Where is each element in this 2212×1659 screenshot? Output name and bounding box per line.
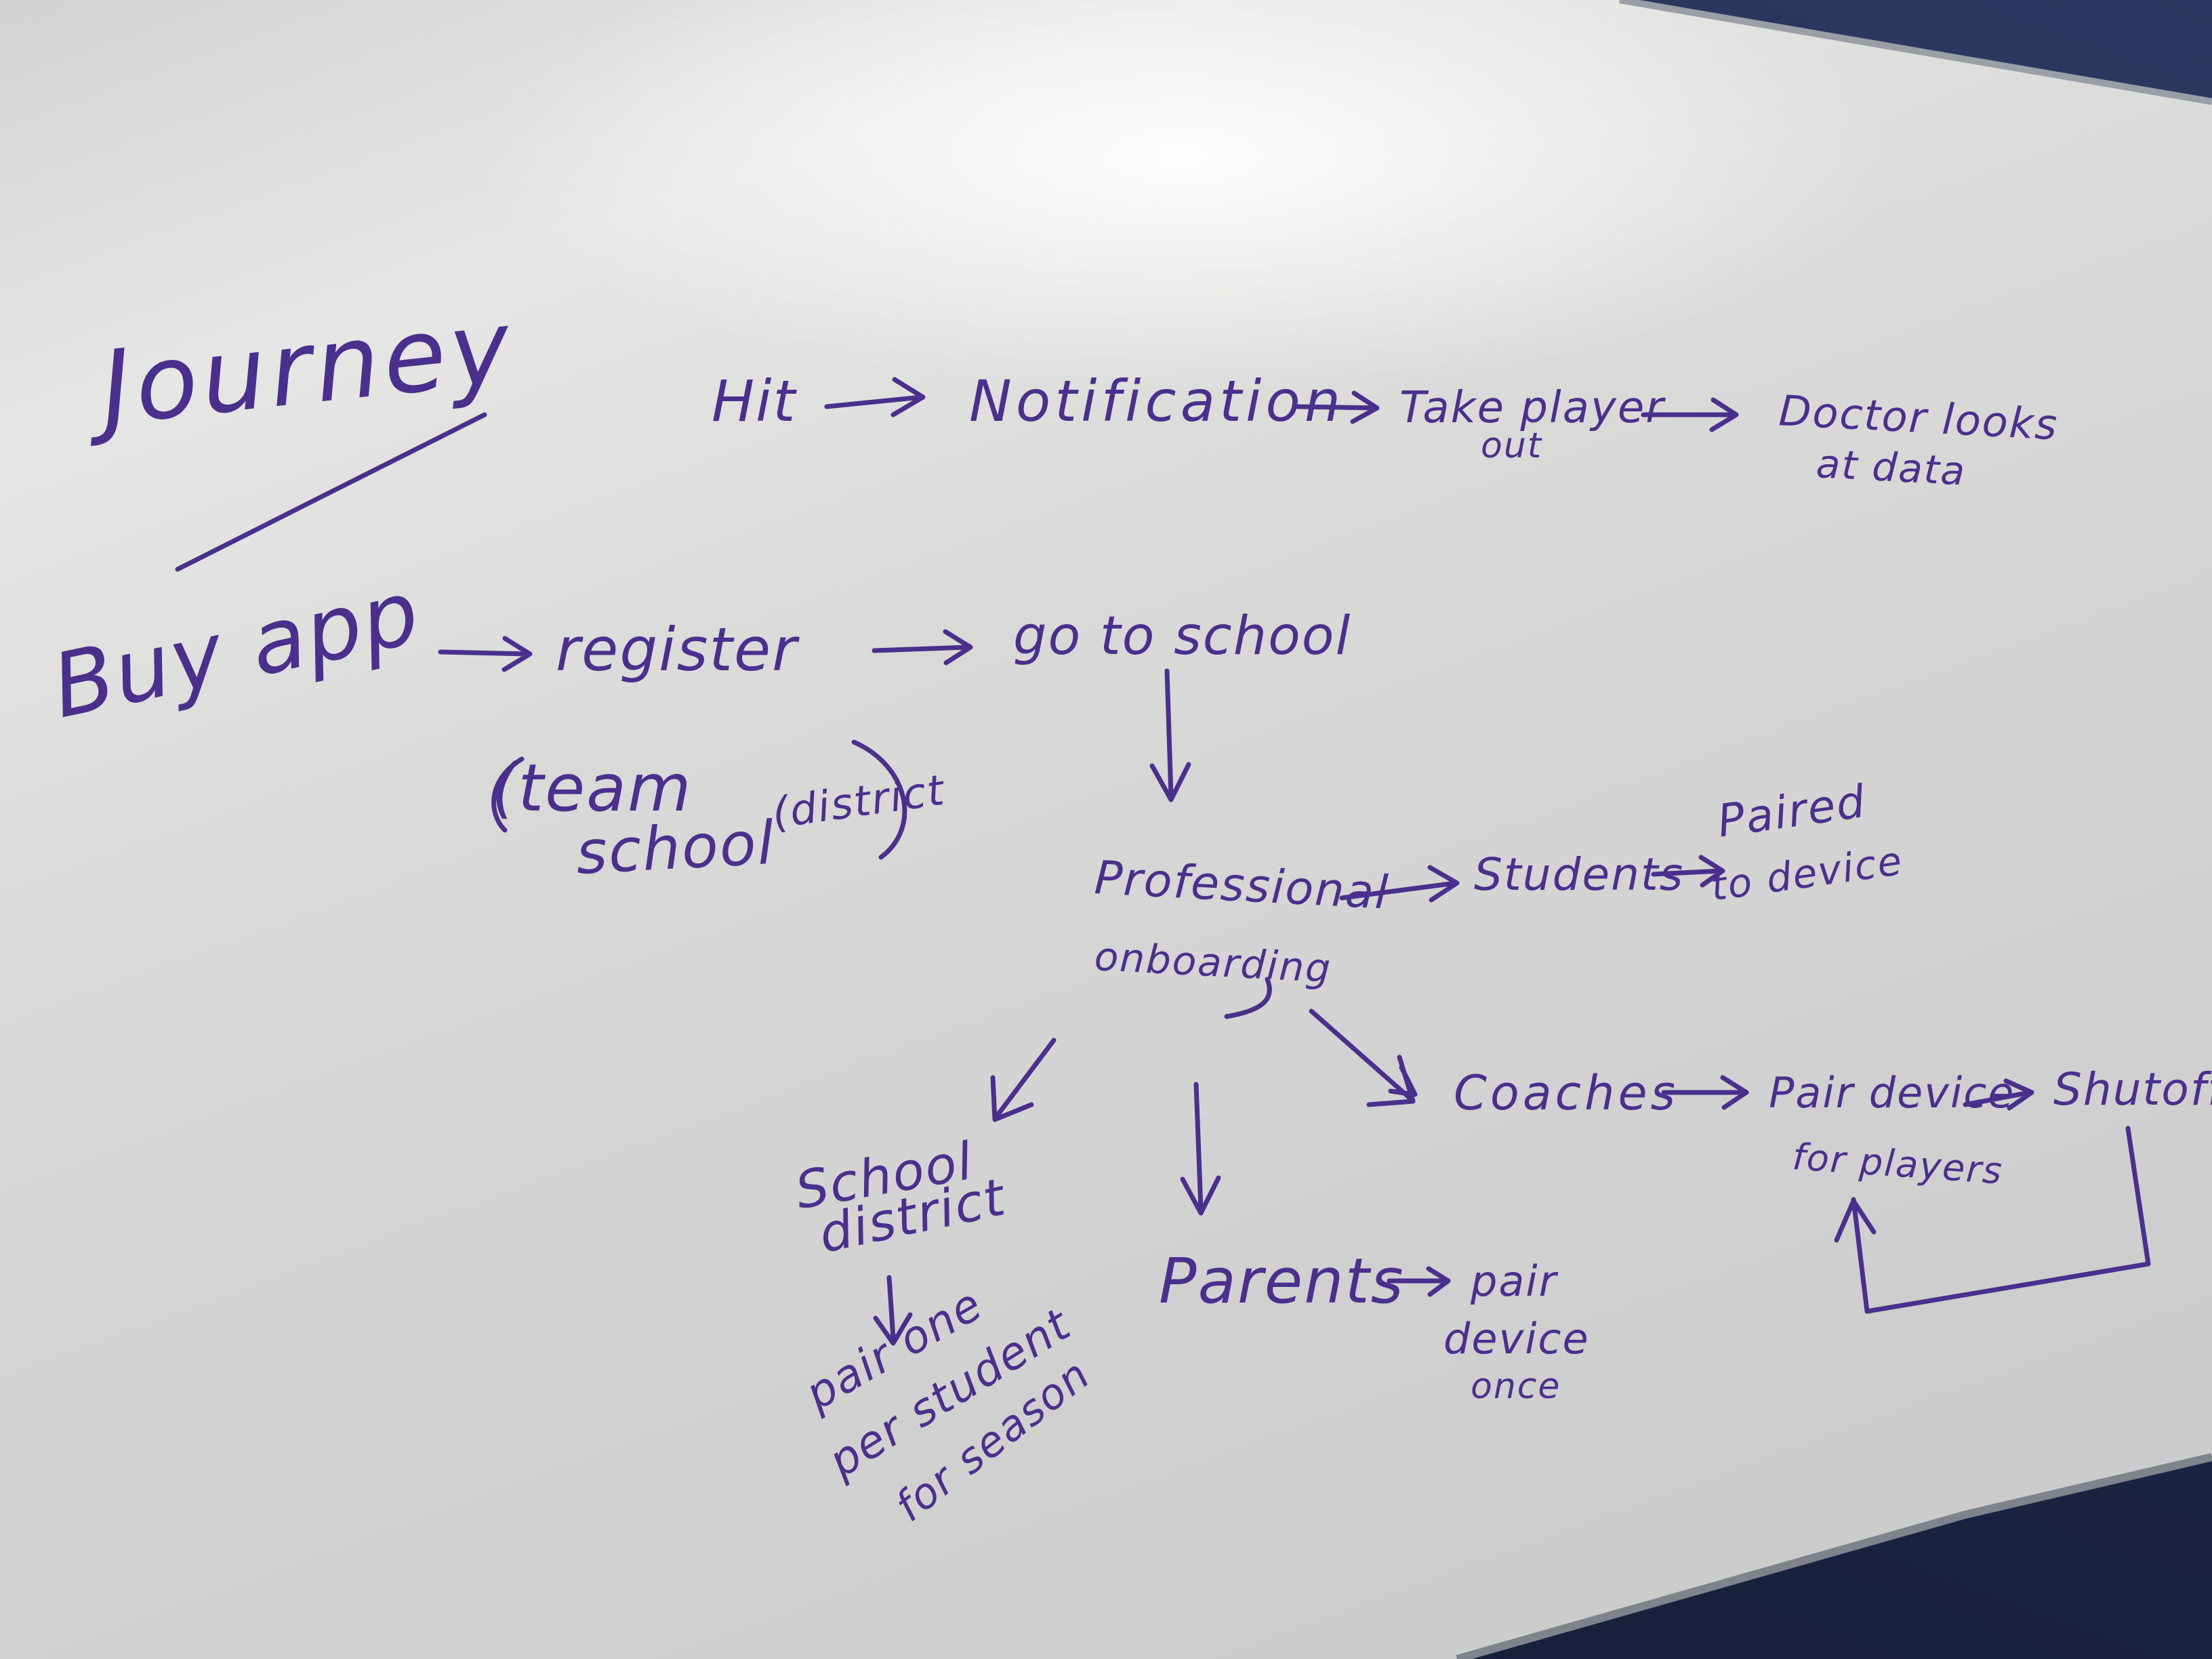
heading-underline — [175, 412, 487, 572]
step-device: device — [1443, 1314, 1590, 1364]
step-coaches: Coaches — [1454, 1065, 1679, 1121]
step-team: (team — [491, 750, 693, 826]
loop-back-arrow — [1834, 1126, 2151, 1314]
step-doctor-looks-line2: at data — [1815, 441, 1967, 495]
onboarding-underline — [1224, 977, 1272, 1019]
step-once: once — [1471, 1366, 1561, 1407]
arrow-school-down — [1149, 668, 1191, 802]
step-hit: Hit — [712, 368, 797, 434]
step-onboarding: onboarding — [1093, 933, 1333, 992]
step-school: school — [574, 807, 777, 888]
step-parents: Parents — [1159, 1245, 1405, 1317]
arrow-notification-to-take-player — [1295, 390, 1380, 424]
arrow-district-down — [873, 1275, 913, 1346]
step-shutoff: Shutoff — [2053, 1063, 2212, 1115]
step-take-player-out: Take player — [1399, 383, 1665, 433]
step-register: register — [556, 615, 798, 684]
arrow-take-player-to-doctor — [1641, 397, 1739, 432]
step-pair-device: Pair device — [1769, 1068, 2015, 1118]
step-pair: pair — [1471, 1256, 1558, 1306]
step-take-player-out-line2: out — [1481, 426, 1543, 466]
arrow-onboarding-to-school-district — [990, 1038, 1057, 1122]
arrow-onboarding-to-coaches — [1309, 1008, 1418, 1107]
arrow-buy-to-register — [438, 636, 533, 672]
team-open-paren — [491, 756, 525, 833]
step-notification: Notification — [969, 368, 1345, 434]
district-paren — [851, 739, 907, 860]
arrow-register-to-school — [872, 629, 973, 665]
arrow-parents-to-pair — [1387, 1266, 1451, 1297]
arrow-coaches-to-pair-device — [1661, 1075, 1749, 1110]
arrow-students-to-paired — [1651, 855, 1725, 888]
step-students: Students — [1474, 848, 1685, 901]
arrow-onboarding-to-parents — [1180, 1082, 1221, 1216]
arrow-onboarding-to-students — [1339, 865, 1460, 903]
arrow-hit-to-notification — [824, 377, 926, 417]
arrow-pair-device-to-shutoff — [1963, 1078, 2034, 1111]
step-go-to-school: go to school — [1013, 606, 1352, 667]
